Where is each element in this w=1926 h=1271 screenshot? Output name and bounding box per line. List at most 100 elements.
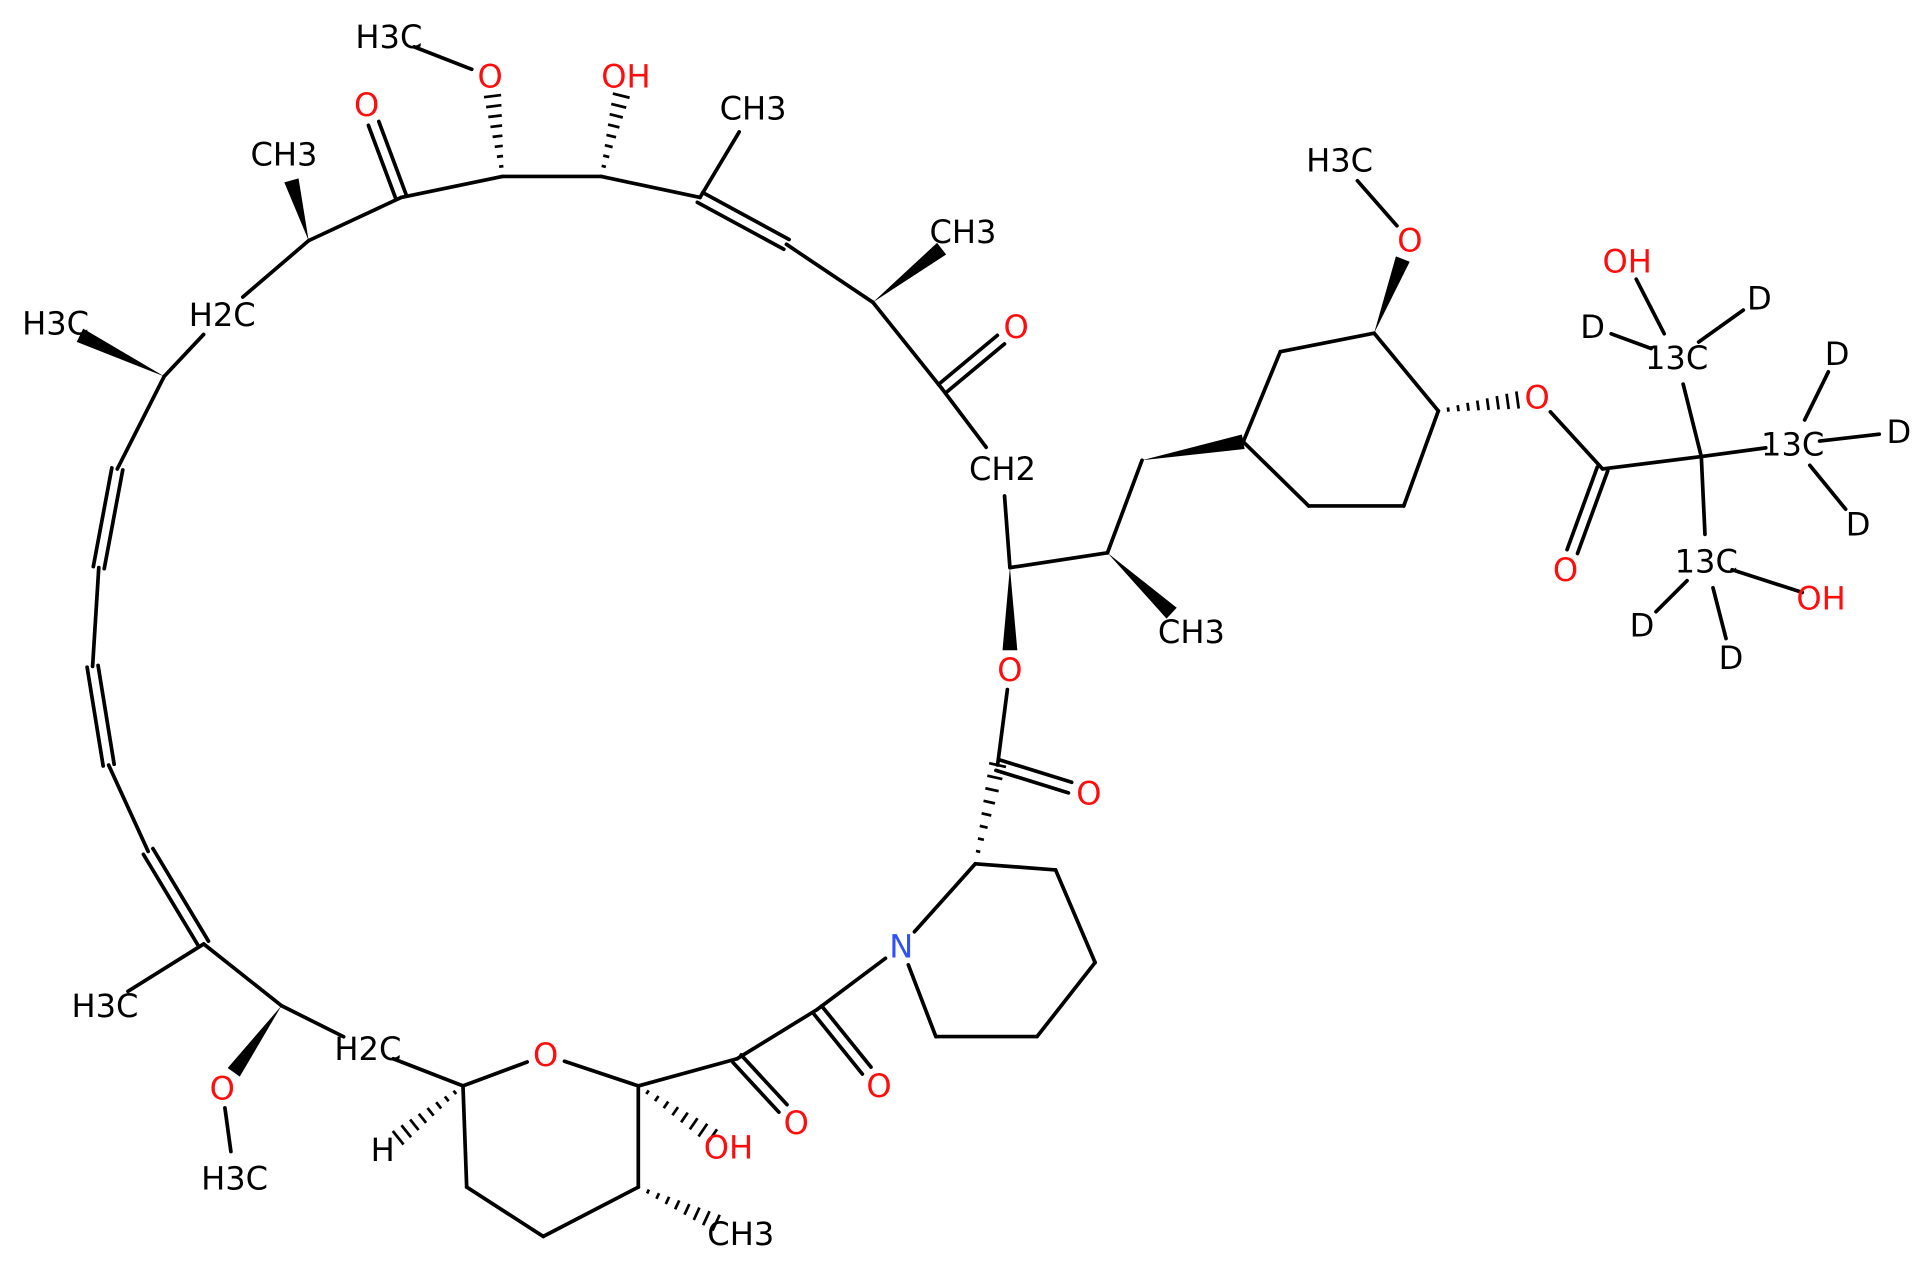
atom-label-o_k1: O — [354, 86, 379, 124]
bond-single — [1730, 567, 1805, 595]
bond-hash — [1446, 391, 1521, 412]
atom-label-me4: CH3 — [1158, 613, 1225, 651]
bond-wedge — [227, 1005, 282, 1077]
atom-label-d3: D — [1825, 335, 1850, 373]
bond-single — [241, 238, 311, 299]
atom-label-me8: H3C — [71, 987, 138, 1025]
atom-label-me6: CH3 — [707, 1215, 774, 1253]
bond-single — [599, 174, 702, 200]
bond-single — [541, 1185, 641, 1239]
bond-hash — [391, 1089, 458, 1146]
bond-hash — [645, 1189, 721, 1232]
atom-labels: H3COOOHCH3CH3OCH2OCH3OH3COO13COHDD13CDDD… — [22, 18, 1911, 1253]
bond-double — [731, 1053, 789, 1115]
atom-label-o_k6: O — [784, 1104, 809, 1142]
bond-single — [1609, 331, 1653, 351]
atom-label-d2: D — [1747, 280, 1772, 318]
bond-wedge — [1374, 256, 1410, 334]
atom-label-o_m1: O — [478, 58, 503, 96]
bond-single — [1105, 458, 1144, 555]
atom-label-me5: H3C — [1306, 142, 1373, 180]
bond-single — [1002, 494, 1012, 570]
atom-label-o_k2: O — [1003, 308, 1028, 346]
bond-single — [912, 861, 978, 934]
atom-label-oh2: OH — [1603, 243, 1652, 281]
bond-single — [1600, 454, 1704, 471]
atom-label-o_r: O — [533, 1036, 558, 1074]
bond-single — [115, 374, 167, 471]
bond-single — [698, 130, 742, 200]
bond-single — [1241, 349, 1283, 444]
bond-single — [1654, 578, 1689, 614]
atom-label-o_k5: O — [866, 1067, 891, 1105]
bond-single — [1035, 960, 1097, 1039]
bond-wedge — [1002, 567, 1018, 651]
bond-double — [141, 846, 211, 949]
bond-single — [279, 1003, 346, 1039]
atom-label-c13c: 13C — [1675, 543, 1738, 581]
bond-wedge — [1142, 434, 1245, 461]
atom-label-oh3: OH — [1796, 580, 1845, 618]
bond-single — [973, 861, 1058, 872]
atom-label-ch2b: H2C — [334, 1030, 401, 1068]
bond-single — [1548, 410, 1605, 471]
bond-wedge — [76, 328, 165, 377]
bond-single — [1278, 331, 1376, 354]
bond-single — [871, 300, 944, 391]
atom-label-me9: H3C — [22, 304, 89, 342]
atom-label-me1: H3C — [355, 18, 422, 56]
bond-single — [636, 1056, 739, 1088]
atom-label-ch2c: H2C — [189, 296, 256, 334]
bond-single — [784, 242, 875, 305]
bond-double — [366, 119, 409, 202]
bond-single — [1802, 370, 1831, 422]
bond-double — [1565, 465, 1610, 556]
bond-single — [995, 687, 1010, 767]
atom-label-d7: D — [1719, 639, 1744, 677]
atom-label-me10: CH3 — [250, 135, 317, 173]
atom-label-o_m2: O — [1397, 222, 1422, 260]
atom-label-c13a: 13C — [1645, 339, 1708, 377]
bond-hash — [601, 92, 630, 169]
bond-single — [1241, 439, 1311, 508]
bond-single — [562, 1059, 641, 1088]
bond-single — [906, 963, 938, 1039]
bond-double — [91, 466, 125, 571]
bond-double — [695, 190, 791, 252]
atom-label-me3: CH3 — [930, 213, 997, 251]
bond-single — [1355, 178, 1399, 228]
bond-single — [735, 1007, 820, 1061]
bond-single — [1807, 463, 1848, 511]
atom-label-oh4: OH — [704, 1129, 753, 1167]
bond-single — [1053, 868, 1097, 965]
bond-single — [399, 174, 505, 200]
bond-single — [464, 1185, 546, 1239]
bond-single — [1401, 409, 1441, 508]
atom-label-o_k4: O — [1076, 775, 1101, 813]
bond-single — [461, 1084, 469, 1189]
atom-label-d6: D — [1630, 607, 1655, 645]
bond-single — [1372, 331, 1441, 413]
bond-single — [1008, 550, 1110, 570]
atom-label-c13b: 13C — [1761, 425, 1824, 463]
atom-label-me7: H3C — [201, 1160, 268, 1198]
bond-single — [1699, 454, 1707, 537]
bond-wedge — [284, 178, 309, 241]
atom-label-ch2a: CH2 — [969, 450, 1036, 488]
bond-wedge — [872, 242, 947, 303]
bond-single — [1634, 277, 1667, 336]
bond-single — [391, 1056, 465, 1088]
atom-label-d5: D — [1846, 506, 1871, 544]
bond-single — [1699, 446, 1768, 459]
bond-double — [936, 333, 1007, 395]
bonds — [76, 45, 1882, 1239]
bond-hash — [645, 1089, 719, 1145]
atom-label-o_k3: O — [1553, 551, 1578, 589]
atom-label-d1: D — [1580, 308, 1605, 346]
bond-wedge — [1107, 552, 1177, 619]
bond-single — [461, 1060, 530, 1088]
bond-single — [815, 956, 888, 1012]
bond-double — [994, 757, 1074, 795]
bond-single — [223, 1106, 233, 1154]
bond-single — [1711, 585, 1728, 641]
